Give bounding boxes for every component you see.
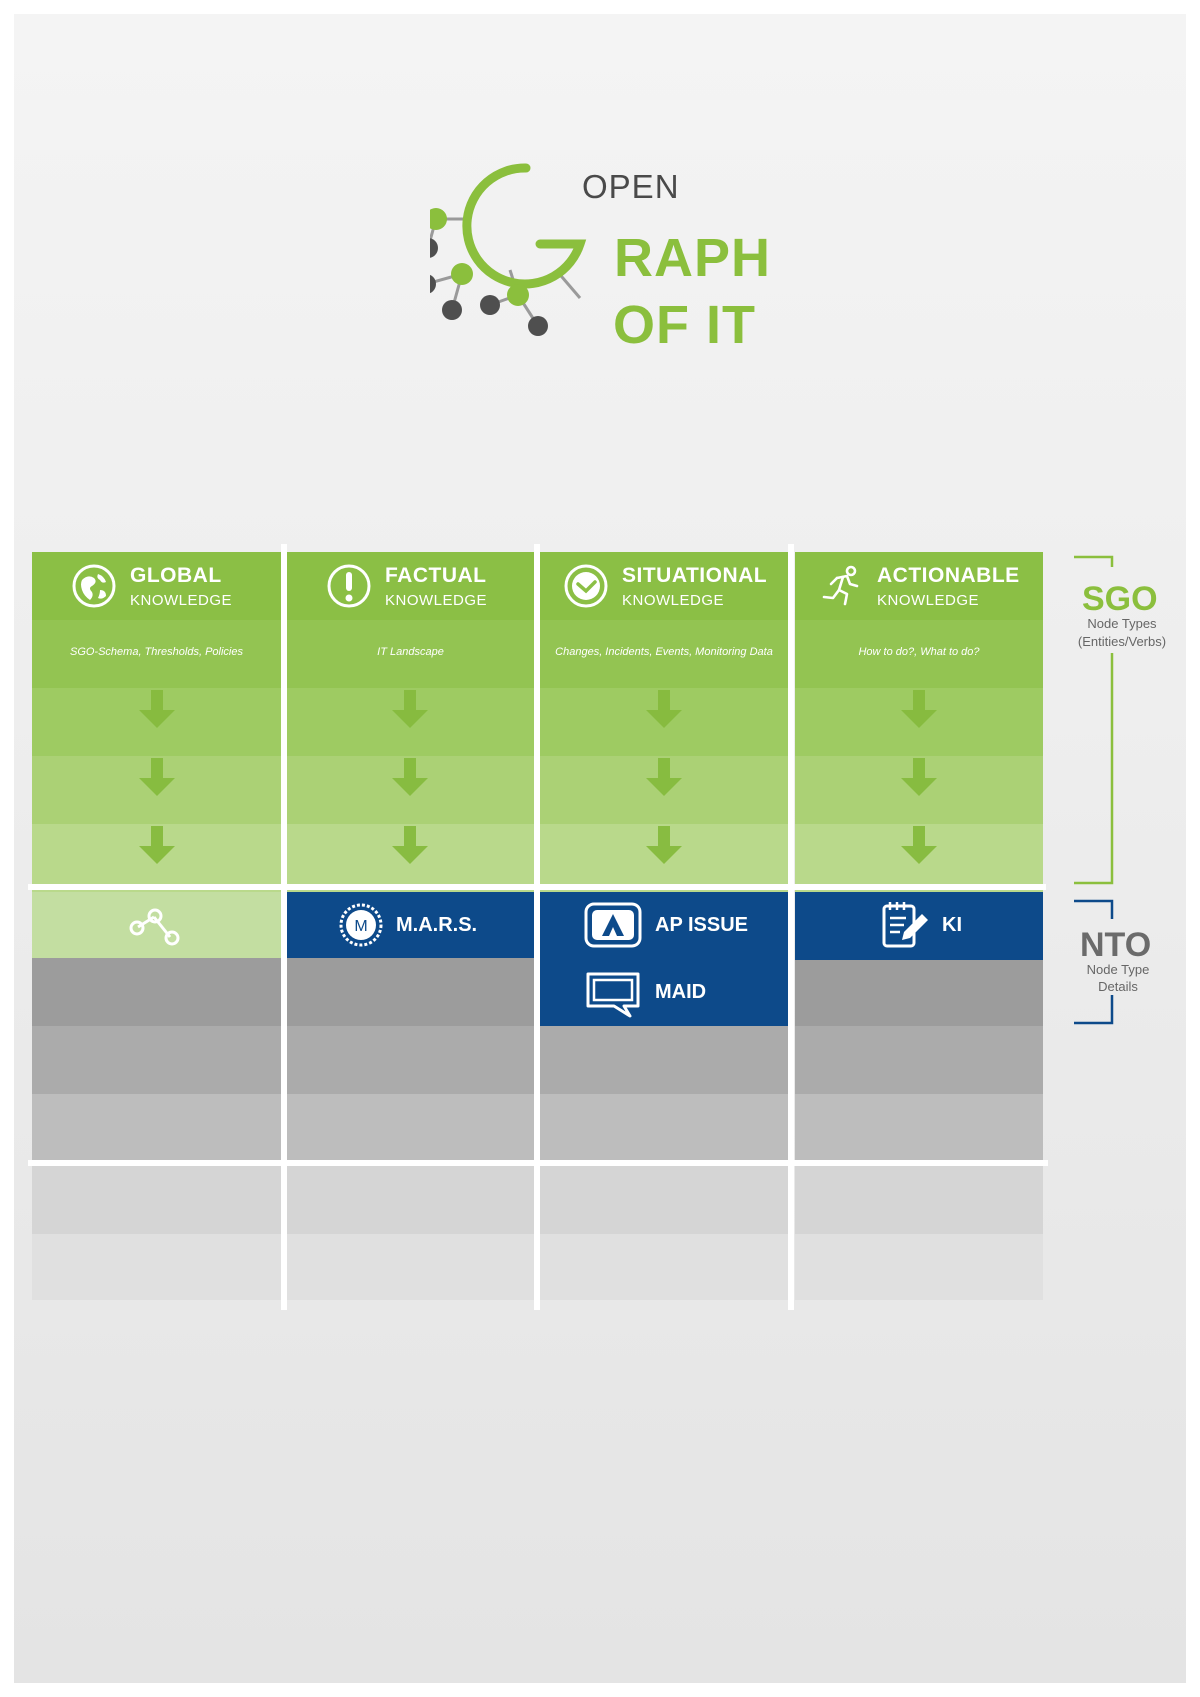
clock-icon (564, 564, 608, 608)
band (32, 1026, 281, 1094)
down-arrow-icon (139, 690, 175, 728)
row-divider (28, 1160, 1048, 1166)
column-title: GLOBAL (130, 564, 222, 587)
band (540, 1166, 788, 1234)
column-header-situational: SITUATIONAL KNOWLEDGE (540, 552, 788, 620)
band (32, 620, 281, 688)
down-arrow-icon (901, 826, 937, 864)
band (287, 1166, 534, 1234)
down-arrow-icon (392, 758, 428, 796)
down-arrow-icon (392, 690, 428, 728)
running-man-icon (822, 565, 859, 606)
ki-notepad-icon (882, 902, 928, 948)
graph-nodes-icon (129, 908, 180, 946)
nto-ap-issue-label: AP ISSUE (655, 914, 748, 936)
side-brackets (1074, 555, 1114, 1025)
band (795, 1166, 1043, 1234)
open-graph-logo-graphic (430, 163, 587, 336)
column-subtitle: KNOWLEDGE (385, 592, 488, 609)
band (795, 1234, 1043, 1300)
down-arrow-icon (392, 826, 428, 864)
column-description: SGO-Schema, Thresholds, Policies (69, 646, 243, 658)
sgo-subtitle-1: Node Types (1087, 616, 1157, 631)
nto-title: NTO (1080, 926, 1152, 964)
logo-of-it-text: OF IT (613, 295, 756, 355)
down-arrow-icon (646, 690, 682, 728)
nto-cell-mars (287, 892, 534, 958)
band (795, 1094, 1043, 1160)
nto-cell-situational (540, 892, 788, 1026)
column-subtitle: KNOWLEDGE (130, 592, 233, 609)
band (540, 1026, 788, 1094)
nto-subtitle-2: Details (1098, 979, 1138, 994)
ap-issue-icon (584, 902, 642, 948)
svg-text:M: M (354, 918, 367, 935)
sgo-subtitle-2: (Entities/Verbs) (1077, 634, 1167, 649)
column-title: SITUATIONAL (622, 564, 768, 587)
nto-cell-global (32, 892, 281, 958)
band (540, 1234, 788, 1300)
band (32, 1234, 281, 1300)
band (287, 1094, 534, 1160)
column-title: FACTUAL (385, 564, 487, 587)
band (795, 620, 1043, 688)
row-divider (28, 884, 1046, 890)
column-header-actionable: ACTIONABLE KNOWLEDGE (795, 552, 1043, 620)
down-arrow-icon (646, 826, 682, 864)
column-description: Changes, Incidents, Events, Monitoring D… (555, 646, 773, 658)
band (795, 1026, 1043, 1094)
down-arrow-icon (646, 758, 682, 796)
down-arrow-icon (139, 826, 175, 864)
maid-chat-icon (586, 972, 640, 1018)
band (540, 620, 788, 688)
nto-subtitle-1: Node Type (1086, 962, 1150, 977)
column-divider (534, 544, 540, 1310)
column-header-factual: FACTUAL KNOWLEDGE (287, 552, 534, 620)
column-header-global: GLOBAL KNOWLEDGE (32, 552, 281, 620)
globe-icon (72, 564, 116, 608)
band (540, 1094, 788, 1160)
band (32, 958, 281, 1026)
band (32, 1166, 281, 1234)
exclamation-icon (327, 564, 371, 608)
nto-maid-label: MAID (655, 981, 707, 1003)
column-description: IT Landscape (377, 646, 444, 658)
band (287, 1026, 534, 1094)
logo-raph-text: RAPH (614, 228, 772, 288)
nto-mars-label: M.A.R.S. (396, 914, 478, 936)
band (287, 958, 534, 1026)
down-arrow-icon (139, 758, 175, 796)
down-arrow-icon (901, 758, 937, 796)
column-description: How to do?, What to do? (858, 646, 980, 658)
column-divider (281, 544, 287, 1310)
column-title: ACTIONABLE (877, 564, 1020, 587)
column-subtitle: KNOWLEDGE (622, 592, 725, 609)
column-divider (788, 544, 794, 1310)
nto-ki-label: KI (942, 914, 962, 936)
sgo-title: SGO (1082, 580, 1158, 618)
band (795, 960, 1043, 1026)
logo-open-text: OPEN (582, 168, 680, 205)
band (287, 1234, 534, 1300)
down-arrow-icon (901, 690, 937, 728)
mars-gear-icon: M (339, 903, 383, 947)
band (287, 620, 534, 688)
column-subtitle: KNOWLEDGE (877, 592, 980, 609)
band (32, 1094, 281, 1160)
